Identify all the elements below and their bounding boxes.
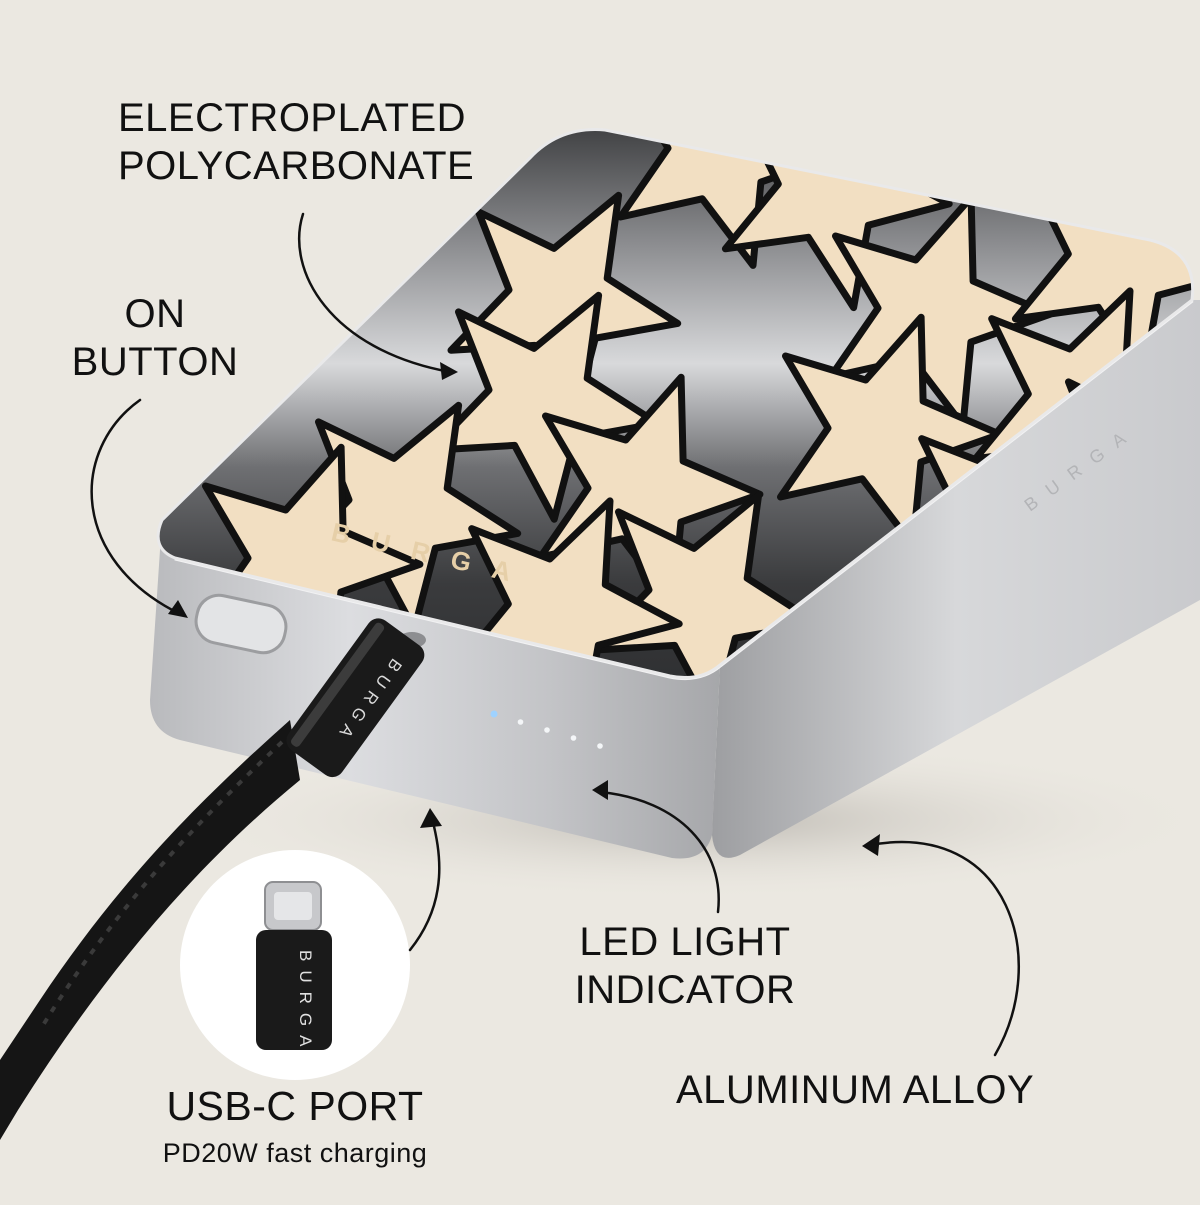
usb-c-label: USB-C PORT PD20W fast charging <box>90 1082 500 1170</box>
usb-c-label-subtitle: PD20W fast charging <box>90 1136 500 1170</box>
usb-c-label-title: USB-C PORT <box>90 1082 500 1130</box>
led-label: LED LIGHT INDICATOR <box>545 918 825 1014</box>
on-button-label-line-2: BUTTON <box>0 338 310 386</box>
aluminum-label: ALUMINUM ALLOY <box>676 1066 1034 1114</box>
on-button-label: ON BUTTON <box>0 290 310 386</box>
led-label-line-2: INDICATOR <box>545 966 825 1014</box>
inset-brand-logo: BURGA <box>296 950 315 1055</box>
led-dot <box>597 743 603 749</box>
led-dot <box>571 735 577 741</box>
usb-c-inset-connector: BURGA <box>256 882 332 1055</box>
polycarbonate-label-line-1: ELECTROPLATED <box>118 94 474 142</box>
led-dot <box>518 719 524 725</box>
led-dot <box>544 727 550 733</box>
led-label-line-1: LED LIGHT <box>545 918 825 966</box>
polycarbonate-label-line-2: POLYCARBONATE <box>118 142 474 190</box>
led-dot <box>491 711 498 718</box>
on-button-label-line-1: ON <box>0 290 310 338</box>
polycarbonate-label: ELECTROPLATED POLYCARBONATE <box>118 94 474 190</box>
